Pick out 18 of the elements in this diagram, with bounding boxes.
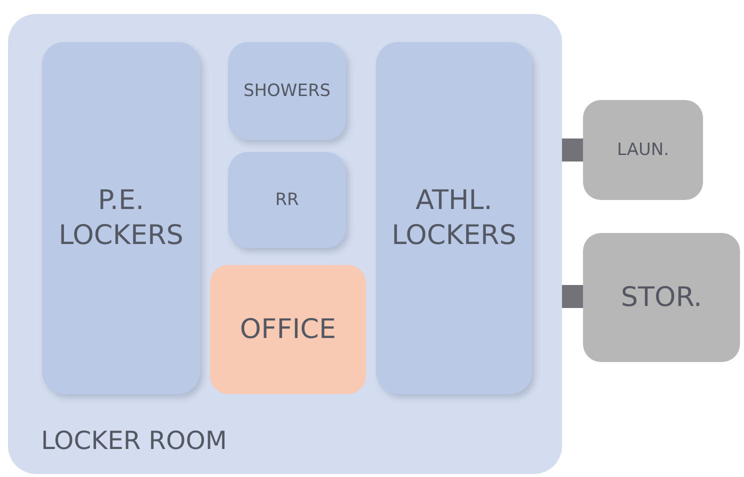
connector-bar (562, 138, 583, 162)
room-box (42, 42, 200, 394)
room-label: SHOWERS (243, 80, 331, 102)
room-label: ATHL. LOCKERS (390, 184, 518, 253)
connector-bar (562, 285, 583, 308)
room-label: OFFICE (240, 312, 336, 347)
room-box (583, 233, 740, 362)
room-label: LAUN. (616, 138, 670, 162)
room-label: RR (275, 188, 299, 212)
room-box (210, 265, 366, 394)
room-box (228, 152, 346, 248)
room-box (583, 100, 703, 200)
room-box (376, 42, 532, 394)
room-label: LOCKER ROOM (41, 424, 227, 456)
room-box (228, 42, 346, 140)
room-label: STOR. (620, 280, 702, 315)
room-label: P.E. LOCKERS (58, 184, 184, 253)
room-box (8, 14, 562, 474)
